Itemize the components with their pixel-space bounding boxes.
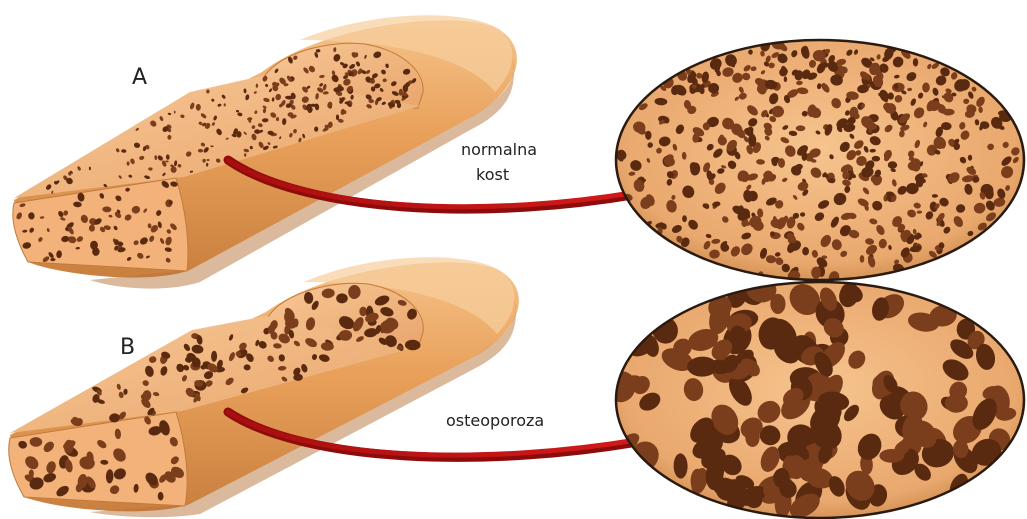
magnified-circle-b [604, 270, 1024, 519]
panel-letter-a: A [132, 65, 147, 90]
pore [770, 231, 775, 236]
panel-b: B osteoporoza [9, 257, 1024, 519]
pore [645, 131, 651, 140]
panel-a: A normalna kost [13, 15, 1024, 288]
pore [236, 131, 241, 138]
magnified-circle-a [614, 36, 1024, 284]
pore [198, 149, 203, 153]
caption-b: osteoporoza [446, 411, 544, 430]
bone-shaft-a [13, 15, 517, 288]
pore [770, 294, 785, 314]
pore [860, 255, 865, 263]
caption-a-line-2: kost [476, 165, 509, 184]
panel-letter-b: B [120, 335, 135, 360]
pore [811, 267, 821, 279]
pore [403, 84, 408, 92]
caption-a-line-1: normalna [461, 140, 537, 159]
bone-shaft-b [9, 257, 519, 517]
